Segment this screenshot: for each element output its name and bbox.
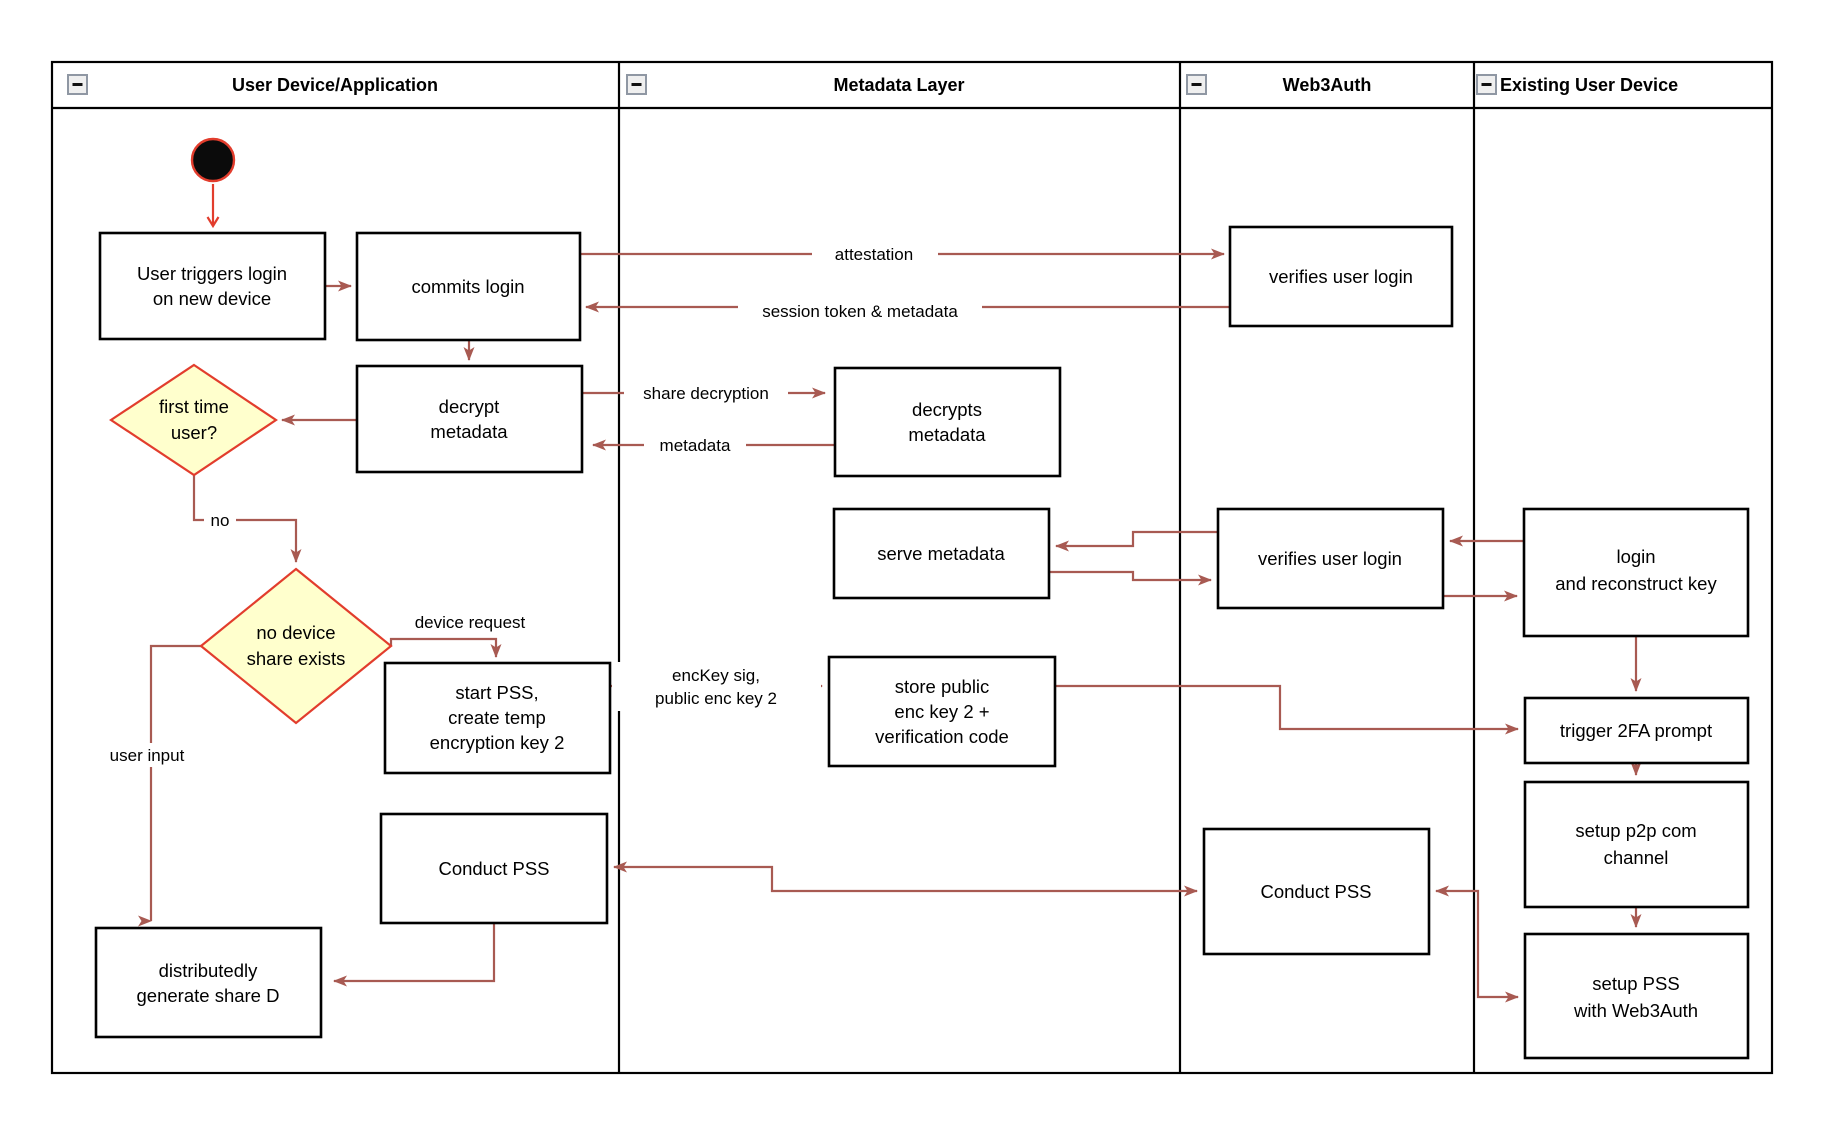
lane-title: Web3Auth <box>1283 75 1372 95</box>
svg-text:setup PSS: setup PSS <box>1592 973 1679 994</box>
node-conduct-pss-web3auth[interactable]: Conduct PSS <box>1202 827 1431 956</box>
svg-text:metadata: metadata <box>908 424 986 445</box>
lane-header-user-device: User Device/Application <box>67 74 438 95</box>
collapse-button[interactable] <box>626 74 647 95</box>
svg-text:verifies user login: verifies user login <box>1258 548 1402 569</box>
svg-text:user?: user? <box>171 422 217 443</box>
lane-title: Existing User Device <box>1500 75 1678 95</box>
svg-text:trigger 2FA prompt: trigger 2FA prompt <box>1560 720 1712 741</box>
svg-text:on new device: on new device <box>153 288 271 309</box>
svg-text:create temp: create temp <box>448 707 546 728</box>
svg-text:encKey sig,: encKey sig, <box>672 666 760 685</box>
edge-label-enckey: encKey sig, public enc key 2 <box>612 662 821 711</box>
edge-serve-to-verifies2 <box>1049 570 1212 586</box>
node-start-pss[interactable]: start PSS, create temp encryption key 2 <box>383 661 612 775</box>
svg-text:first time: first time <box>159 396 229 417</box>
svg-text:channel: channel <box>1604 847 1669 868</box>
svg-text:serve metadata: serve metadata <box>877 543 1005 564</box>
svg-text:share decryption: share decryption <box>643 384 769 403</box>
svg-text:decrypts: decrypts <box>912 399 982 420</box>
edge-label-user-input: user input <box>88 743 206 767</box>
collapse-button[interactable] <box>1186 74 1207 95</box>
node-verifies-user-login-top[interactable]: verifies user login <box>1228 225 1454 328</box>
svg-text:Conduct PSS: Conduct PSS <box>1260 881 1371 902</box>
svg-text:commits login: commits login <box>411 276 524 297</box>
svg-text:encryption key 2: encryption key 2 <box>430 732 565 753</box>
start-node[interactable] <box>190 137 236 183</box>
edge-verifies2-to-serve <box>1055 530 1218 552</box>
edge-user-input <box>145 644 201 922</box>
svg-text:start PSS,: start PSS, <box>455 682 538 703</box>
decision-no-device-share[interactable]: no device share exists <box>199 567 393 725</box>
lane-header-web3auth: Web3Auth <box>1186 74 1372 95</box>
svg-text:and reconstruct key: and reconstruct key <box>1555 573 1717 594</box>
lane-header-metadata-layer: Metadata Layer <box>626 74 965 95</box>
svg-text:no: no <box>211 511 230 530</box>
edge-label-no: no <box>204 509 236 531</box>
svg-text:Conduct PSS: Conduct PSS <box>438 858 549 879</box>
svg-text:decrypt: decrypt <box>439 396 500 417</box>
svg-text:store public: store public <box>895 676 990 697</box>
svg-text:User triggers login: User triggers login <box>137 263 287 284</box>
edge-device-request <box>389 637 502 658</box>
svg-text:generate share D: generate share D <box>137 985 280 1006</box>
svg-text:distributedly: distributedly <box>159 960 258 981</box>
collapse-button[interactable] <box>1476 74 1497 95</box>
diagram-outer-border <box>50 60 1774 1075</box>
node-decrypts-metadata[interactable]: decrypts metadata <box>833 366 1062 478</box>
svg-text:verifies user login: verifies user login <box>1269 266 1413 287</box>
node-setup-pss-web3auth[interactable]: setup PSS with Web3Auth <box>1523 932 1750 1060</box>
svg-text:user input: user input <box>110 746 185 765</box>
node-verifies-user-login-mid[interactable]: verifies user login <box>1216 507 1445 610</box>
edge-conduct-to-distributedly <box>333 923 496 987</box>
svg-text:login: login <box>1616 546 1655 567</box>
edge-no-branch <box>192 475 302 563</box>
node-conduct-pss-user-device[interactable]: Conduct PSS <box>379 812 609 925</box>
decision-first-time-user[interactable]: first time user? <box>109 363 278 477</box>
edge-label-share-decryption: share decryption <box>624 381 788 405</box>
node-distributedly-generate[interactable]: distributedly generate share D <box>94 926 323 1039</box>
node-setup-p2p-channel[interactable]: setup p2p com channel <box>1523 780 1750 909</box>
svg-text:session token & metadata: session token & metadata <box>762 302 958 321</box>
node-serve-metadata[interactable]: serve metadata <box>832 507 1051 600</box>
lane-title: Metadata Layer <box>833 75 964 95</box>
svg-text:attestation: attestation <box>835 245 913 264</box>
edge-label-metadata: metadata <box>644 433 746 457</box>
svg-text:device request: device request <box>415 613 526 632</box>
collapse-button[interactable] <box>67 74 88 95</box>
svg-text:setup p2p com: setup p2p com <box>1575 820 1696 841</box>
svg-text:public enc key 2: public enc key 2 <box>655 689 777 708</box>
edge-setup-pss-conduct-bidirectional <box>1435 885 1519 1003</box>
edge-label-device-request: device request <box>399 610 542 633</box>
edge-label-session-token: session token & metadata <box>738 298 982 324</box>
edge-conduct-pss-bidirectional <box>613 861 1198 897</box>
svg-text:verification code: verification code <box>875 726 1009 747</box>
svg-text:with Web3Auth: with Web3Auth <box>1573 1000 1698 1021</box>
node-trigger-2fa-prompt[interactable]: trigger 2FA prompt <box>1523 696 1750 765</box>
svg-text:no device: no device <box>256 622 335 643</box>
edge-label-attestation: attestation <box>812 242 938 266</box>
svg-text:enc key 2 +: enc key 2 + <box>894 701 989 722</box>
node-store-public-enc-key[interactable]: store public enc key 2 + verification co… <box>827 655 1057 768</box>
svg-text:metadata: metadata <box>660 436 731 455</box>
lane-title: User Device/Application <box>232 75 438 95</box>
node-user-triggers-login[interactable]: User triggers login on new device <box>98 231 327 341</box>
edge-store-to-trigger-2fa <box>1055 684 1519 735</box>
node-login-reconstruct-key[interactable]: login and reconstruct key <box>1522 507 1750 638</box>
node-decrypt-metadata[interactable]: decrypt metadata <box>355 364 584 474</box>
svg-text:metadata: metadata <box>430 421 508 442</box>
svg-text:share exists: share exists <box>247 648 346 669</box>
node-commits-login[interactable]: commits login <box>355 231 582 342</box>
lane-header-existing-user-device: Existing User Device <box>1476 74 1678 95</box>
